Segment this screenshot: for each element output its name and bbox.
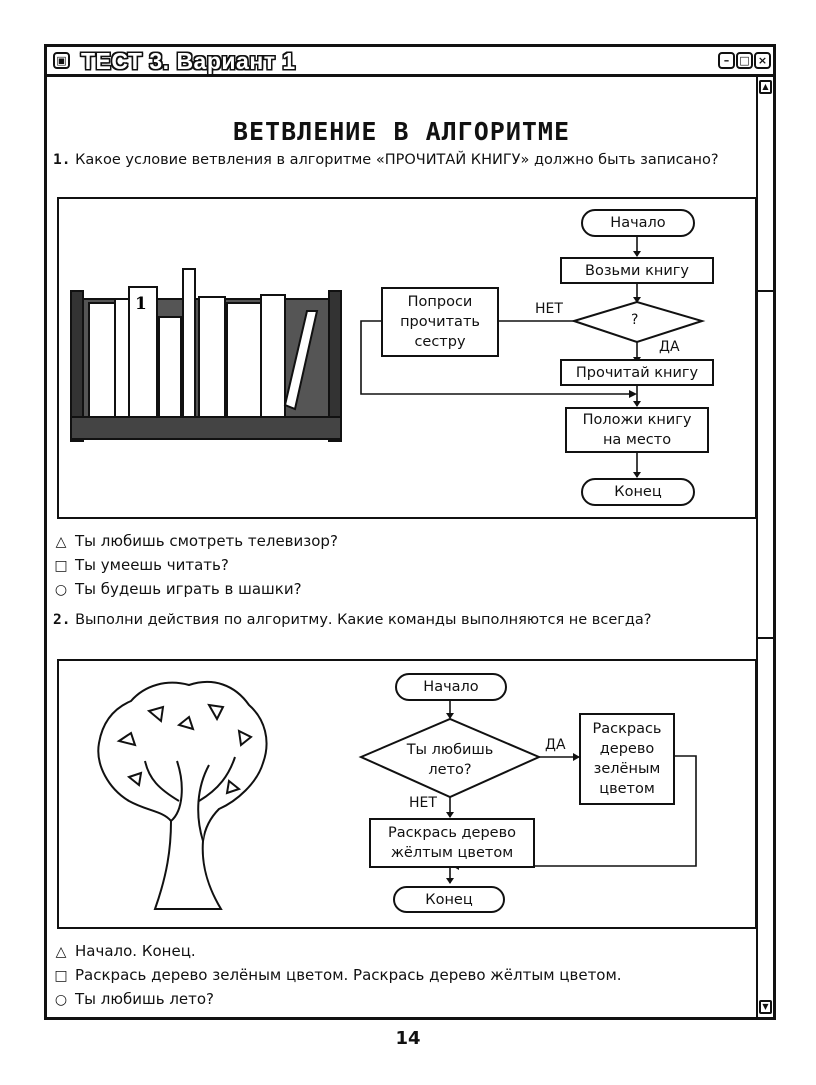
flowchart-2-connectors	[358, 700, 697, 884]
q2-option-2[interactable]: □ Раскрась дерево зелёным цветом. Раскрас…	[53, 965, 622, 986]
condition-diamond	[570, 300, 706, 344]
question-1: 1. Какое условие ветвления в алгоритме «…	[53, 150, 753, 171]
flow2-condition: Ты любишь лето?	[406, 742, 494, 778]
figure-frame-2: Начало Ты любишь лето? ДА НЕТ Раскрась д…	[57, 659, 757, 929]
triangle-icon: △	[55, 944, 67, 960]
question-number: 2.	[53, 612, 71, 628]
app-icon: ▣	[53, 52, 70, 69]
q1-option-3[interactable]: ○ Ты будешь играть в шашки?	[53, 579, 302, 600]
maximize-button[interactable]: □	[736, 52, 753, 69]
flow2-start: Начало	[395, 673, 507, 701]
square-icon: □	[54, 558, 68, 574]
vertical-scrollbar[interactable]: ▲ ▼	[756, 77, 773, 1017]
question-text: Выполни действия по алгоритму. Какие ком…	[75, 612, 652, 628]
option-text: Раскрась дерево зелёным цветом. Раскрась…	[75, 966, 622, 984]
option-text: Ты будешь играть в шашки?	[75, 580, 302, 598]
flow2-paint-green: Раскрась дерево зелёным цветом	[579, 713, 675, 805]
figure-frame-1: 1	[57, 197, 757, 519]
window-title: ТЕСТ 3. Вариант 1	[81, 48, 296, 74]
flowchart-1-connectors	[360, 235, 706, 478]
flow-no-label: НЕТ	[535, 301, 563, 317]
page-number: 14	[395, 1028, 421, 1049]
triangle-icon: △	[55, 534, 67, 550]
option-text: Ты умеешь читать?	[75, 556, 229, 574]
flow2-paint-yellow: Раскрась дерево жёлтым цветом	[369, 818, 535, 868]
flow-end: Конец	[581, 478, 695, 506]
minimize-button[interactable]: –	[718, 52, 735, 69]
q1-option-1[interactable]: △ Ты любишь смотреть телевизор?	[53, 531, 338, 552]
option-text: Ты любишь лето?	[75, 990, 215, 1008]
title-bar: ▣ ТЕСТ 3. Вариант 1 – □ ×	[47, 47, 773, 77]
page-content: ВЕТВЛЕНИЕ В АЛГОРИТМЕ 1. Какое условие в…	[47, 77, 757, 1017]
flow-start: Начало	[581, 209, 695, 237]
option-text: Ты любишь смотреть телевизор?	[75, 532, 338, 550]
square-icon: □	[54, 968, 68, 984]
flow-ask-sister: Попроси прочитать сестру	[381, 287, 499, 357]
option-text: Начало. Конец.	[75, 942, 196, 960]
scrollbar-divider	[758, 290, 773, 292]
bookshelf-illustration: 1	[70, 268, 342, 442]
question-number: 1.	[53, 152, 71, 168]
flow-condition-label: ?	[631, 312, 639, 328]
window: ▣ ТЕСТ 3. Вариант 1 – □ × ▲ ▼ ВЕТВЛЕНИЕ …	[44, 44, 776, 1020]
flow-put-back: Положи книгу на место	[565, 407, 709, 453]
condition-diamond-2	[358, 717, 542, 799]
scrollbar-divider	[758, 637, 773, 639]
flow2-no-label: НЕТ	[409, 795, 437, 811]
book-spine-number: 1	[135, 294, 147, 314]
circle-icon: ○	[54, 582, 68, 598]
circle-icon: ○	[54, 992, 68, 1008]
page-heading: ВЕТВЛЕНИЕ В АЛГОРИТМЕ	[232, 117, 571, 146]
tree-illustration	[97, 680, 268, 910]
scroll-down-button[interactable]: ▼	[759, 1000, 772, 1014]
question-2: 2. Выполни действия по алгоритму. Какие …	[53, 610, 753, 631]
close-button[interactable]: ×	[754, 52, 771, 69]
q2-option-1[interactable]: △ Начало. Конец.	[53, 941, 196, 962]
flow-read-book: Прочитай книгу	[560, 359, 714, 386]
scroll-up-button[interactable]: ▲	[759, 80, 772, 94]
flow2-yes-label: ДА	[545, 737, 566, 753]
q1-option-2[interactable]: □ Ты умеешь читать?	[53, 555, 229, 576]
flow2-end: Конец	[393, 886, 505, 913]
q2-option-3[interactable]: ○ Ты любишь лето?	[53, 989, 214, 1010]
flow-yes-label: ДА	[659, 339, 680, 355]
question-text: Какое условие ветвления в алгоритме «ПРО…	[75, 152, 719, 168]
flow-take-book: Возьми книгу	[560, 257, 714, 284]
